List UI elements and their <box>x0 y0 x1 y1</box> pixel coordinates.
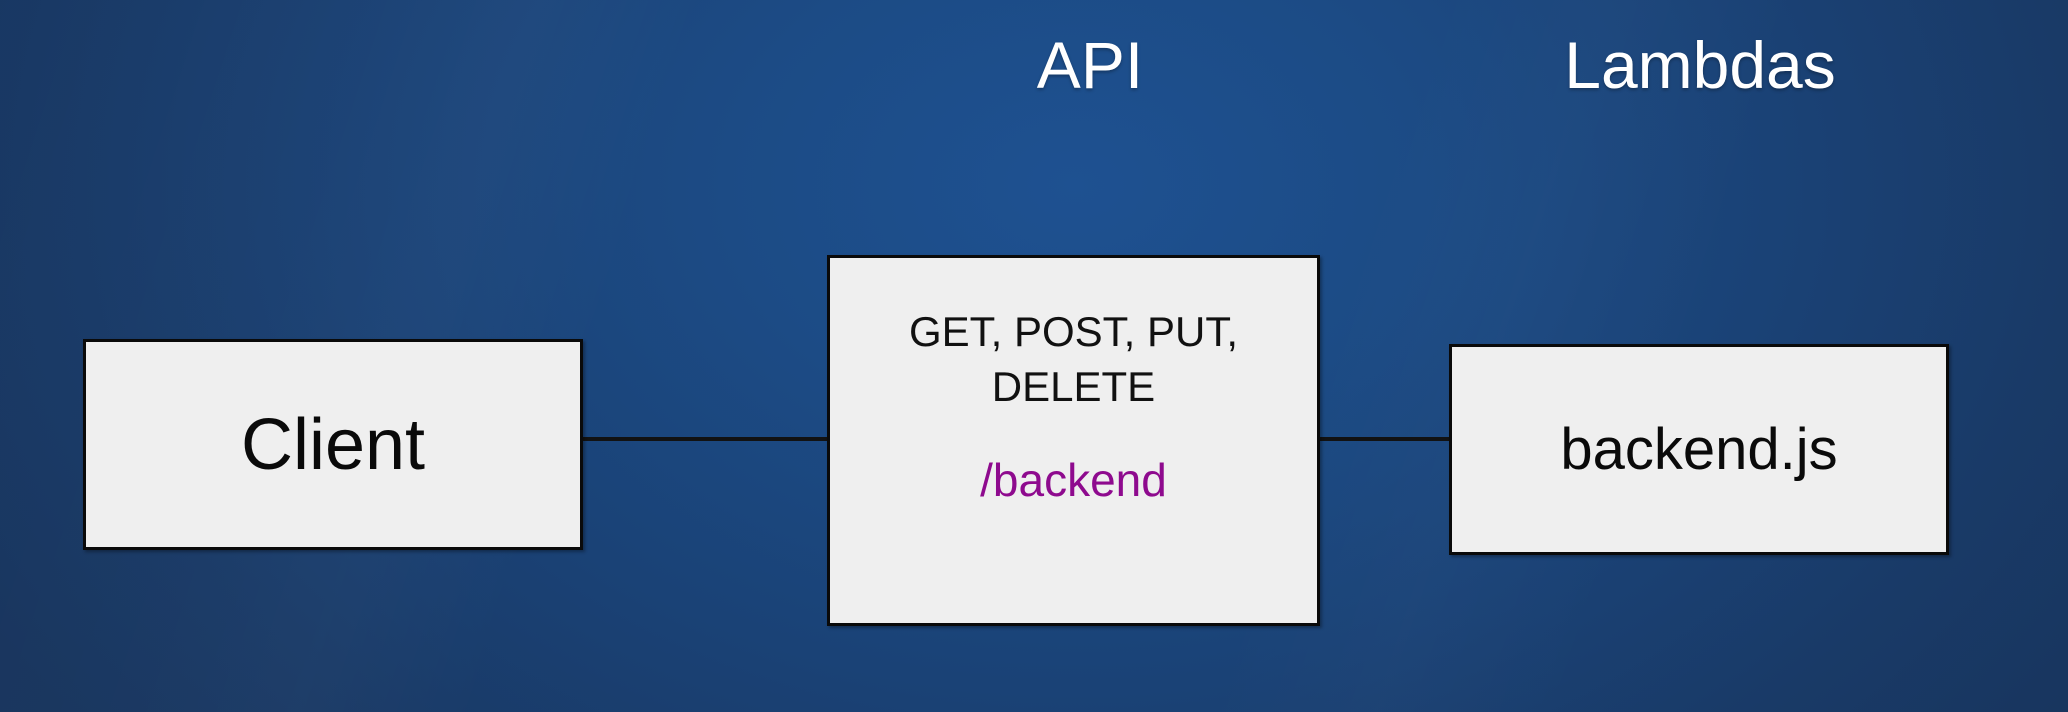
connector-api-to-backend <box>1316 437 1454 441</box>
node-api-methods: GET, POST, PUT, DELETE <box>830 304 1317 415</box>
node-api-methods-line-1: GET, POST, PUT, <box>908 308 1239 355</box>
node-backend-lambda[interactable]: backend.js <box>1449 344 1949 555</box>
node-backend-lambda-label: backend.js <box>1560 416 1838 482</box>
connector-client-to-api <box>578 437 832 441</box>
node-api-gateway[interactable]: GET, POST, PUT, DELETE /backend <box>827 255 1320 626</box>
group-label-api: API <box>1036 28 1144 102</box>
node-api-route: /backend <box>980 453 1167 506</box>
node-client[interactable]: Client <box>83 339 583 550</box>
group-label-lambdas: Lambdas <box>1564 28 1836 102</box>
node-client-label: Client <box>240 404 426 485</box>
node-api-methods-line-2: DELETE <box>991 363 1156 411</box>
